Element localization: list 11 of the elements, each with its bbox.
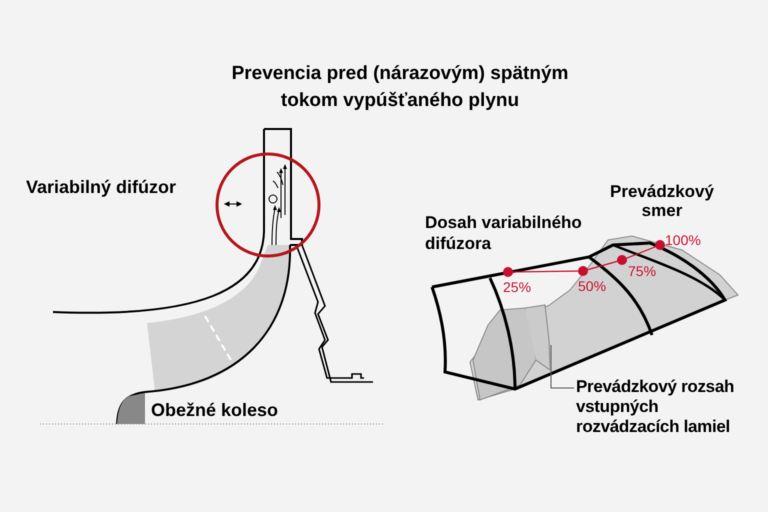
part-label: Prevádzkový rozsah vstupných rozvádzacích lamiel: [576, 377, 741, 437]
part-label: Obežné koleso: [151, 399, 280, 422]
diagram-title: Prevencia pred (nárazovým) spätným tokom vypúšťaného plynu: [230, 62, 570, 113]
percentage-label: 50%: [578, 277, 608, 296]
part-label: Dosah variabilného difúzora: [425, 212, 583, 254]
percentage-label: 25%: [503, 278, 532, 297]
part-label: Variabilný difúzor: [26, 176, 178, 199]
percentage-label: 75%: [628, 262, 658, 281]
part-label: Prevádzkový smer: [609, 182, 715, 220]
percentage-label: 100%: [665, 231, 702, 250]
leader-line: [550, 344, 574, 388]
